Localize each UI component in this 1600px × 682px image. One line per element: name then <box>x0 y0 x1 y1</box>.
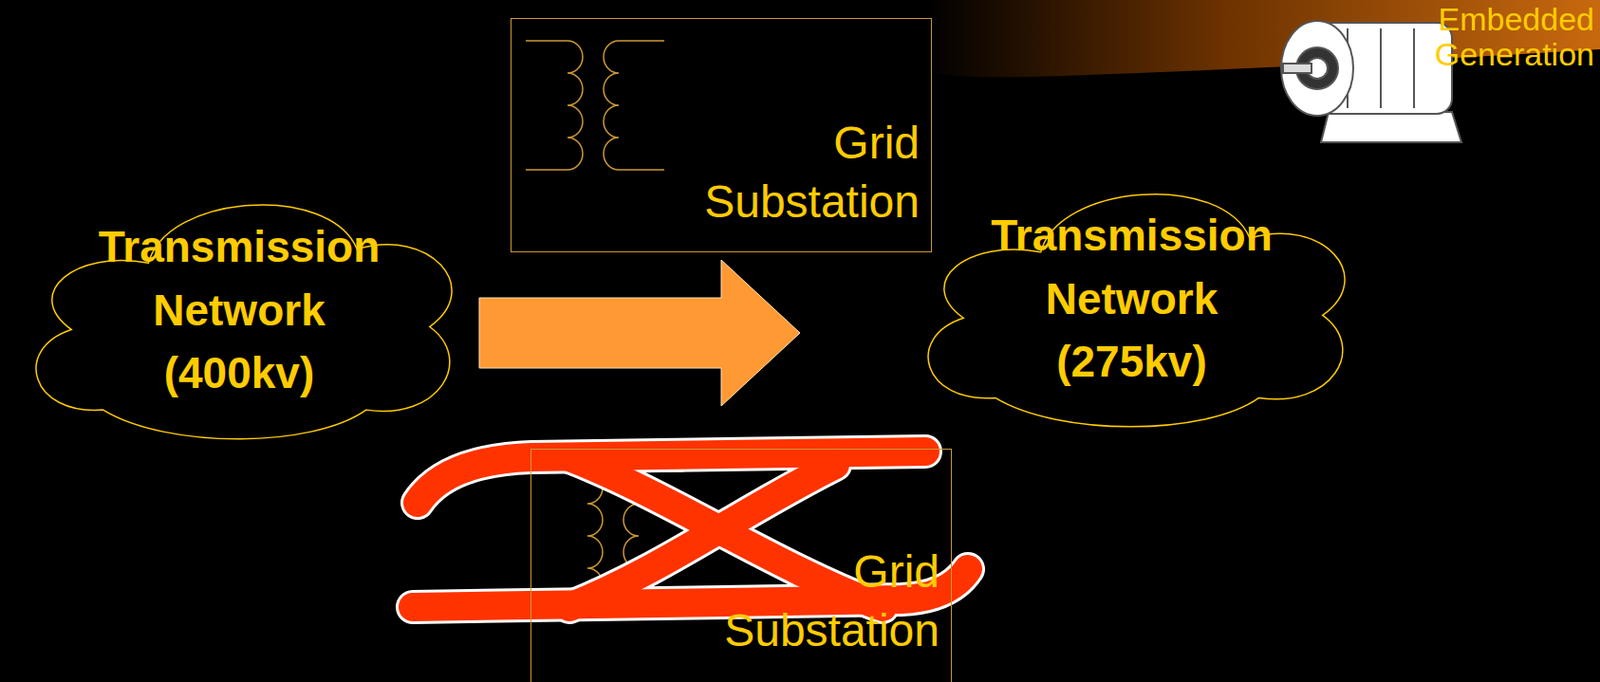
motor-icon <box>1281 20 1462 143</box>
network-cloud: Transmission Network (275kv) <box>904 161 1359 437</box>
transformer-symbol <box>525 40 665 170</box>
substation-name: Grid Substation <box>663 113 920 233</box>
substation-box: Grid Substation <box>530 448 952 682</box>
network-cloud: Transmission Network (400kv) <box>12 171 466 449</box>
block-arrow <box>479 260 800 407</box>
substation-name: Grid Substation <box>683 542 940 662</box>
network-name: Transmission Network (275kv) <box>975 204 1289 394</box>
substation-box: Grid Substation <box>510 18 932 253</box>
network-name: Transmission Network (400kv) <box>82 215 396 406</box>
icon-caption: Embedded Generation <box>1423 1 1595 74</box>
header-band <box>925 0 1600 77</box>
